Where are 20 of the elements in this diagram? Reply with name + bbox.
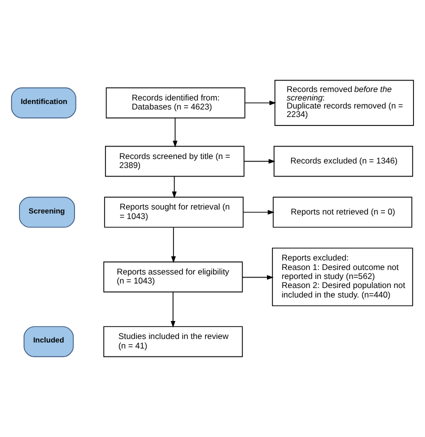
arrow [170,292,176,328]
arrow [242,275,274,280]
arrow [172,118,178,148]
arrow [242,210,274,215]
node-box: Screening [19,196,75,228]
node-box: Reports assessed for eligibility (n = 1043) [103,262,243,292]
arrow [171,227,176,263]
node-box: Included [24,326,74,358]
arrow [172,176,177,198]
node-box: Reports not retrieved (n = 0) [272,196,412,228]
arrow [244,100,276,106]
node-box: Records screened by title (n = 2389) [105,146,244,177]
node-box: Records identified from: Databases (n = 4623) [106,87,246,118]
node-box: Records excluded (n = 1346) [274,146,414,177]
node-box: Identification [11,87,76,118]
node-box: Reports sought for retrieval (n = 1043) [104,196,244,228]
node-box: Reports excluded: Reason 1: Desired outcome not reported in study (n=562) Reason 2: Desired population not included in the study. (n=440) [272,248,414,306]
arrow [244,158,276,164]
node-box: Records removed before the screening: Duplicate records removed (n = 2234) [274,80,414,126]
node-box: Studies included in the review (n = 41) [103,326,243,358]
